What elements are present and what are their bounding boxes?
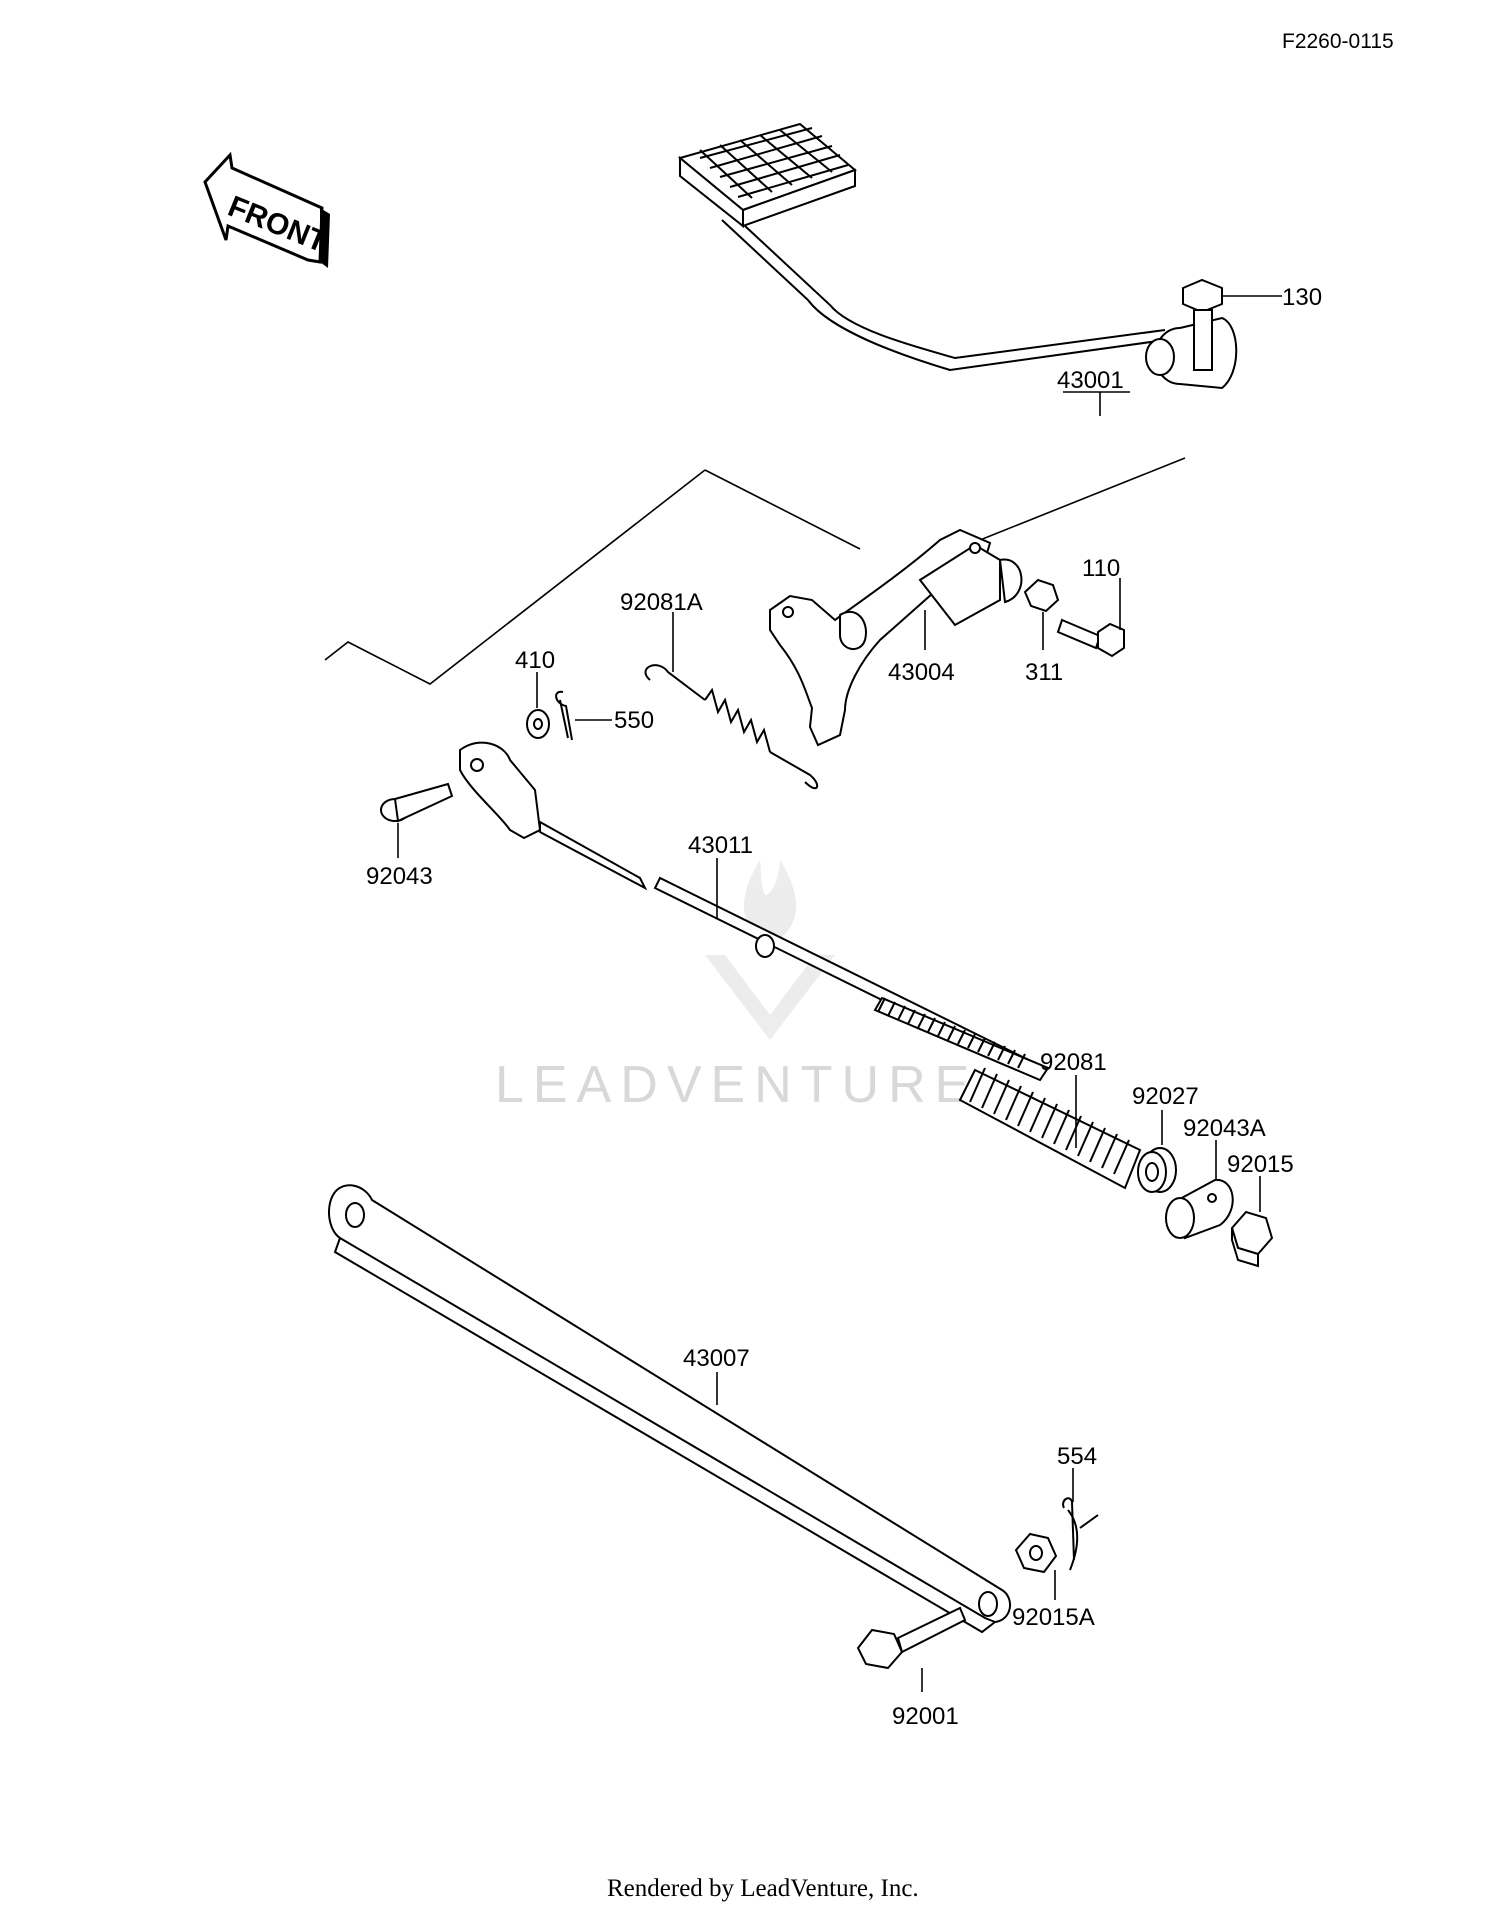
label-92081A: 92081A bbox=[620, 589, 703, 616]
brake-rod-43011 bbox=[459, 741, 1050, 1082]
label-43001: 43001 bbox=[1057, 367, 1124, 394]
brake-lever-43004 bbox=[769, 528, 1023, 747]
front-arrow-icon: FRONT bbox=[203, 151, 332, 268]
label-43011: 43011 bbox=[688, 832, 753, 859]
label-110: 110 bbox=[1082, 555, 1120, 582]
label-43007: 43007 bbox=[683, 1345, 750, 1372]
label-92043: 92043 bbox=[366, 863, 433, 890]
spring-92081 bbox=[958, 1067, 1142, 1190]
clip-554 bbox=[1062, 1497, 1099, 1571]
spring-92081A bbox=[644, 664, 819, 790]
label-554: 554 bbox=[1057, 1443, 1097, 1470]
label-92043A: 92043A bbox=[1183, 1115, 1266, 1142]
bolt-130 bbox=[1182, 278, 1223, 371]
brake-pedal bbox=[677, 122, 1238, 390]
assembly-outline bbox=[324, 457, 1186, 685]
watermark-logo-icon bbox=[705, 860, 835, 1040]
leader-lines bbox=[397, 295, 1282, 1692]
part-labels: 130 43001 110 92081A 43004 311 410 550 9… bbox=[366, 284, 1322, 1730]
washer-410 bbox=[526, 709, 550, 739]
clevis-pin-92043 bbox=[380, 782, 454, 823]
label-550: 550 bbox=[614, 707, 654, 734]
label-130: 130 bbox=[1282, 284, 1322, 311]
label-92015A: 92015A bbox=[1012, 1604, 1095, 1631]
link-bar-43007 bbox=[328, 1184, 1011, 1634]
label-311: 311 bbox=[1025, 659, 1063, 686]
diagram-code: F2260-0115 bbox=[1282, 30, 1394, 53]
cotter-pin-550 bbox=[555, 690, 573, 741]
nut-92015 bbox=[1230, 1210, 1274, 1268]
nut-92015A bbox=[1014, 1532, 1058, 1574]
bolt-110 bbox=[1056, 618, 1125, 658]
label-43004: 43004 bbox=[888, 659, 955, 686]
watermark: LEADVENTURE bbox=[495, 860, 978, 1114]
label-410: 410 bbox=[515, 647, 555, 674]
joint-92043A bbox=[1165, 1178, 1234, 1240]
footer-credit: Rendered by LeadVenture, Inc. bbox=[607, 1875, 919, 1902]
nut-311 bbox=[1023, 578, 1060, 613]
label-92015: 92015 bbox=[1227, 1151, 1294, 1178]
label-92081: 92081 bbox=[1040, 1049, 1107, 1076]
collar-92027 bbox=[1137, 1147, 1177, 1193]
label-92027: 92027 bbox=[1132, 1083, 1199, 1110]
bolt-92001 bbox=[856, 1606, 967, 1670]
watermark-text: LEADVENTURE bbox=[495, 1056, 978, 1114]
label-92001: 92001 bbox=[892, 1703, 959, 1730]
